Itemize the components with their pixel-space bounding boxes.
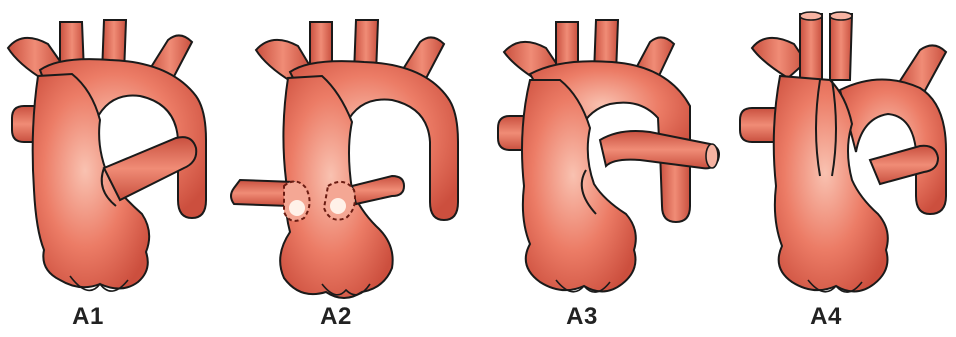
panel-label-a3: A3 (542, 303, 622, 331)
a2-right-branch (352, 176, 404, 204)
a3-long-branch (600, 131, 719, 168)
panel-a3 (498, 20, 719, 292)
a4-left-stub (740, 108, 776, 142)
panel-a1 (8, 20, 206, 291)
panel-label-a2: A2 (296, 303, 376, 331)
panel-label-a4: A4 (786, 303, 866, 331)
panel-a4 (740, 12, 946, 292)
a4-vessel-1 (800, 14, 822, 80)
a3-body (522, 80, 636, 292)
a4-branch-left (752, 38, 806, 78)
a4-vessel-2 (830, 14, 852, 80)
panel-label-a1: A1 (48, 303, 128, 331)
panel-a2 (231, 20, 458, 298)
